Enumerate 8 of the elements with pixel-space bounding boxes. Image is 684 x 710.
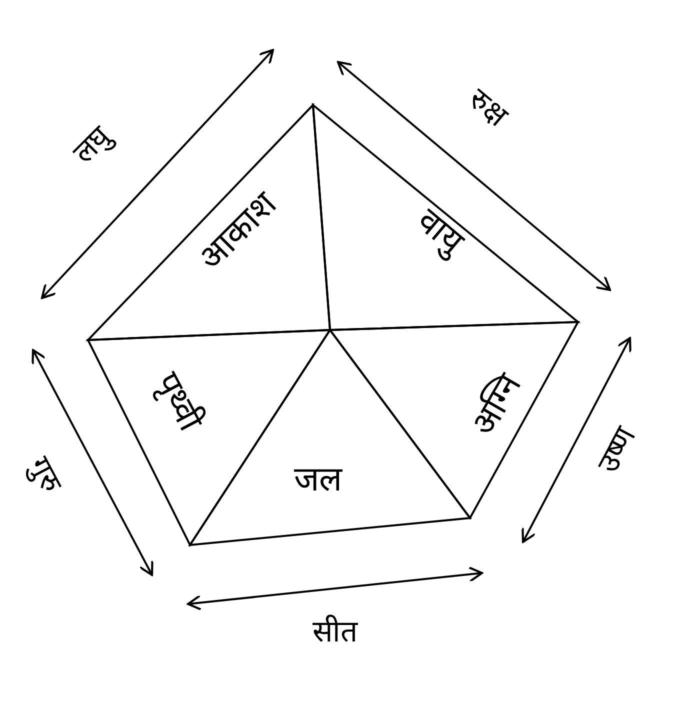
quality-label: गुरु [22,452,68,498]
element-label: पृथ्वी [147,366,209,438]
quality-label: सीत [312,616,358,648]
element-label: वायु [410,202,470,262]
quality-label: उष्ण [591,422,643,478]
element-label: जल [294,461,342,499]
quality-label: लघु [66,120,118,170]
quality-label: रुक्ष [462,82,514,134]
